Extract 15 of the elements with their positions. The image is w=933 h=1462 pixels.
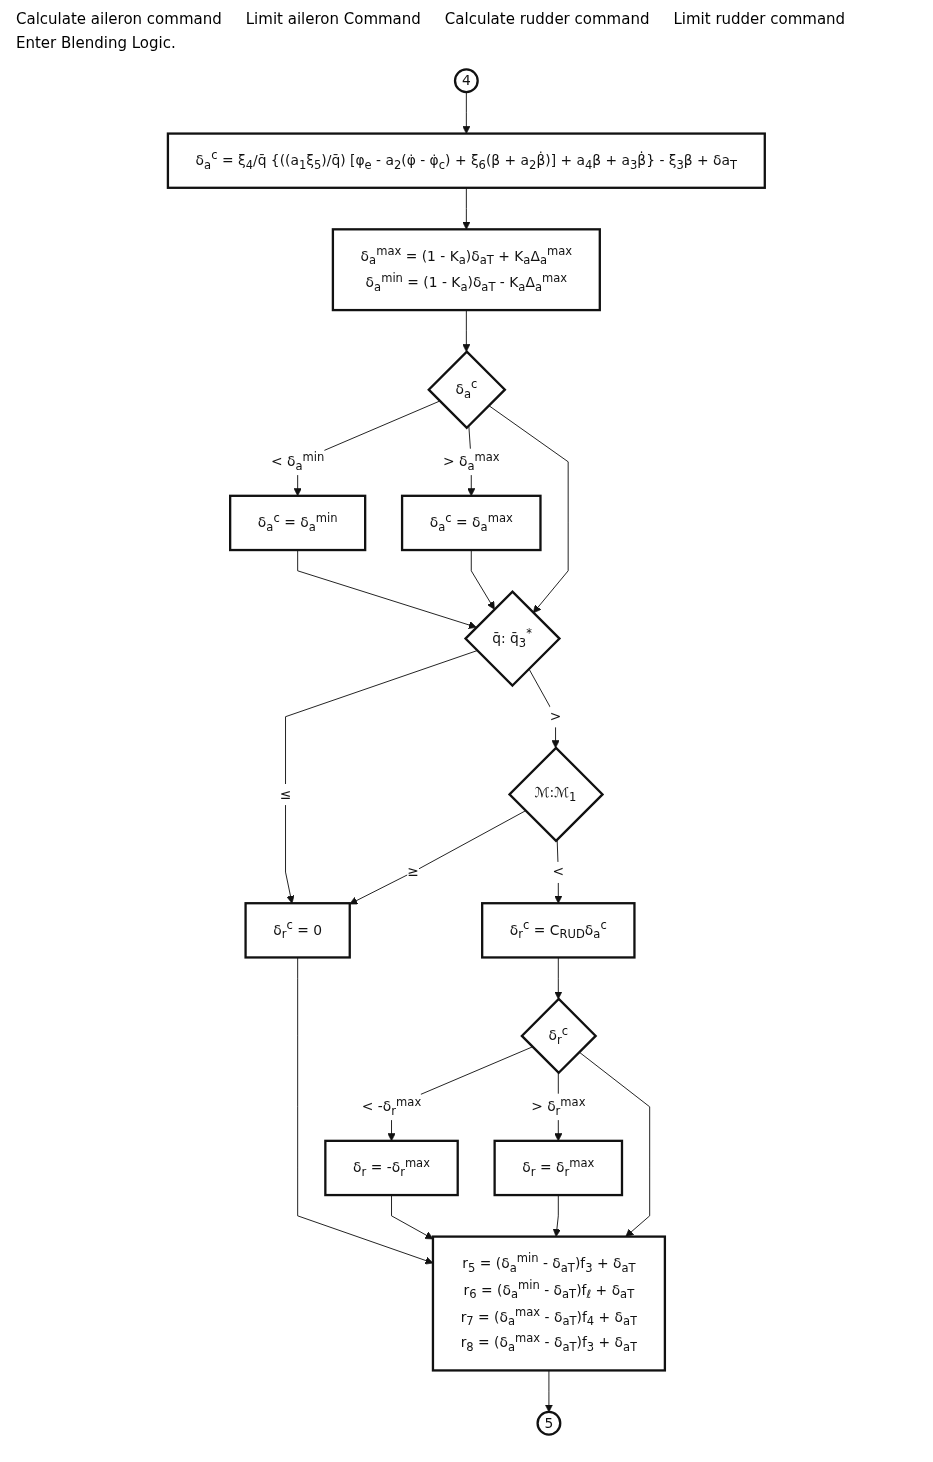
edge-label: ≤ bbox=[279, 785, 292, 803]
note-text: Enter Blending Logic. bbox=[16, 34, 176, 52]
note-text: Calculate aileron command bbox=[16, 10, 222, 28]
node-diamond: ℳ:ℳ$_{1}$ bbox=[508, 746, 605, 843]
note-text: Limit aileron Command bbox=[245, 10, 421, 28]
edge-label: < bbox=[552, 863, 565, 881]
node-box: r$_{5}$ = (δ$_{a}$$^{min}$ - δ$_{aT}$)f$_{3}$ + δ$_{aT}$ r$_{6}$ = (δ$_{a}$$^{min}$ - δ$_{aT}$)f$_{ℓ}$ + δ$_{aT}$ r$_{7}$ = (δ$_{a}$$^{max}$ - δ$_{aT}$)f$_{4}$ + δ$_{aT}$ r$_{8}$ = (δ$_{a}$$^{max}$ - δ$_{aT}$)f$_{3}$ + δ$_{aT}$ bbox=[431, 1235, 667, 1372]
edge-label: > bbox=[549, 708, 562, 725]
node-box: δ$_{a}$$^{c}$ = ξ$_{4}$/q̄ {((a$_{1}$ξ$_{5}$)/q̄) [φ$_{e}$ - a$_{2}$(φ̇ - φ̇$_{c}$) + ξ$_{6}$(β + a$_{2}$β̇)] + a$_{4}$β + a$_{3}$β̇} - ξ$_{3}$β + δa$_{T}$ bbox=[166, 132, 767, 189]
note-text: Calculate rudder command bbox=[444, 10, 650, 28]
node-circle: 5 bbox=[536, 1410, 562, 1436]
node-box: δ$_{r}$$^{c}$ = 0 bbox=[244, 902, 352, 959]
edge-label: ≥ bbox=[407, 863, 419, 881]
note-text: Limit rudder command bbox=[673, 10, 846, 28]
node-circle: 4 bbox=[454, 68, 479, 94]
